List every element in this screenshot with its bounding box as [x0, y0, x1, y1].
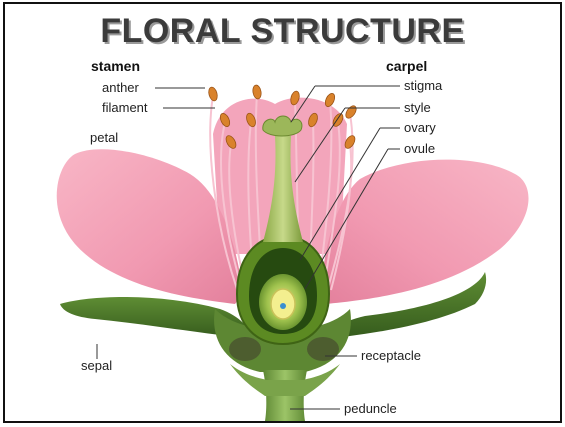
filament-label: filament: [102, 100, 148, 115]
stigma-label: stigma: [404, 78, 442, 93]
sepal-label: sepal: [81, 358, 112, 373]
page-title: FLORAL STRUCTURE: [5, 12, 560, 51]
carpel-heading: carpel: [386, 58, 427, 74]
ovary-label: ovary: [404, 120, 436, 135]
receptacle-label: receptacle: [361, 348, 421, 363]
left-petal: [57, 149, 243, 304]
anther-label: anther: [102, 80, 139, 95]
ovule-label: ovule: [404, 141, 435, 156]
stamen-heading: stamen: [91, 58, 140, 74]
stigma-shape: [263, 116, 302, 136]
peduncle-label: peduncle: [344, 401, 397, 416]
style-label: style: [404, 100, 431, 115]
diagram-frame: FLORAL STRUCTURE stamen carpel anther fi…: [3, 2, 562, 423]
petal-label: petal: [90, 130, 118, 145]
